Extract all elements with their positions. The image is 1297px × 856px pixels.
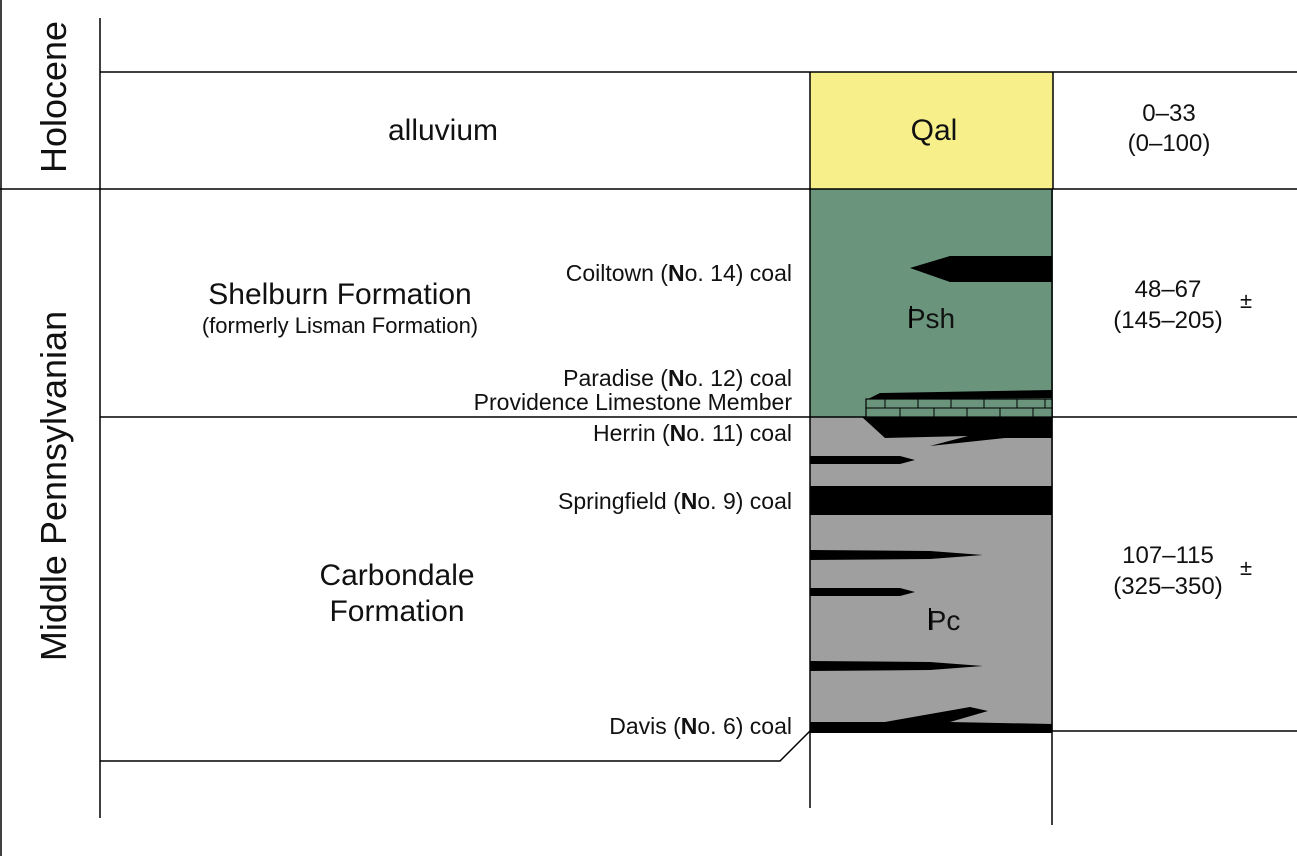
springfield-coal-bed: [810, 486, 1052, 515]
alluvium-name: alluvium: [388, 114, 498, 147]
carbondale-formation-name-line2: Formation: [329, 595, 464, 628]
alluvium-thickness-ft: 0–33: [1142, 100, 1195, 127]
shelburn-formation-name: Shelburn Formation: [208, 278, 471, 311]
coal-wedge-1: [810, 456, 915, 464]
carbondale-formation-name-line1: Carbondale: [319, 559, 474, 592]
shelburn-approx-sign: ±: [1240, 288, 1252, 313]
springfield-coal-label: Springfield (No. 9) coal: [558, 488, 792, 514]
shelburn-thickness-m: (145–205): [1113, 307, 1222, 334]
carbondale-fill: [810, 417, 1053, 731]
carbondale-thickness-ft: 107–115: [1122, 542, 1214, 569]
epoch-holocene-label: Holocene: [33, 21, 74, 173]
davis-coal-bed: [810, 707, 1052, 733]
paradise-coal-label: Paradise (No. 12) coal: [563, 365, 792, 391]
alluvium-symbol: Qal: [911, 114, 958, 147]
coal-wedge-3: [810, 588, 915, 596]
coal-wedge-2: [810, 550, 983, 560]
alluvium-thickness-m: (0–100): [1128, 130, 1211, 157]
paradise-coal-bed: [868, 390, 1052, 399]
carbondale-thickness-m: (325–350): [1113, 573, 1222, 600]
herrin-coal-label: Herrin (No. 11) coal: [593, 420, 792, 446]
shelburn-formation-note: (formerly Lisman Formation): [202, 313, 478, 338]
providence-limestone-bed: [865, 398, 1053, 418]
shelburn-thickness-ft: 48–67: [1135, 276, 1202, 303]
alluvium-fill: [810, 72, 1053, 189]
coiltown-coal-bed: [910, 256, 1052, 282]
herrin-coal-bed: [862, 417, 1052, 446]
providence-limestone-label: Providence Limestone Member: [474, 389, 793, 415]
shelburn-symbol: Psh: [907, 303, 955, 334]
davis-coal-label: Davis (No. 6) coal: [609, 713, 792, 739]
epoch-middle-pennsylvanian-label: Middle Pennsylvanian: [33, 311, 74, 661]
carbondale-approx-sign: ±: [1240, 555, 1252, 580]
coiltown-coal-label: Coiltown (No. 14) coal: [566, 260, 792, 286]
shelburn-fill: [810, 189, 1053, 417]
carbondale-symbol: Pc: [928, 605, 961, 636]
coal-wedge-4: [810, 661, 983, 671]
